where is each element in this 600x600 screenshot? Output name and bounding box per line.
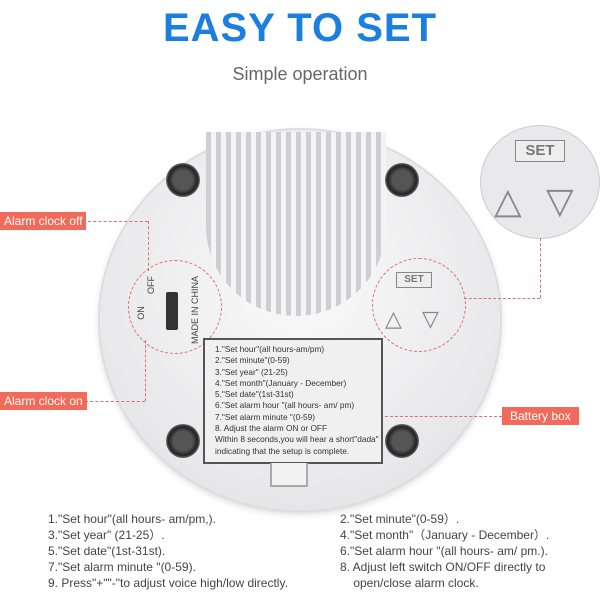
rubber-foot bbox=[385, 424, 419, 458]
leader-line bbox=[385, 416, 502, 417]
title: EASY TO SET bbox=[162, 6, 438, 50]
alarm-switch[interactable] bbox=[166, 292, 178, 330]
sticker-line: 1."Set hour"(all hours-am/pm) bbox=[215, 344, 325, 354]
instruction: open/close alarm clock. bbox=[340, 576, 479, 590]
sticker-line: 3."Set year" (21-25) bbox=[215, 366, 288, 377]
set-button-zoom: SET bbox=[515, 140, 565, 162]
rubber-foot bbox=[166, 163, 200, 197]
instruction: 6."Set alarm hour "(all hours- am/ pm.). bbox=[340, 544, 548, 558]
instruction-sticker: 1."Set hour"(all hours-am/pm) 2."Set min… bbox=[203, 338, 383, 464]
leader-line bbox=[85, 401, 145, 402]
rubber-foot bbox=[385, 163, 419, 197]
sticker-line: 6."Set alarm hour "(all hours- am/ pm) bbox=[215, 400, 355, 411]
instruction: 9. Press"+""-"to adjust voice high/low d… bbox=[48, 576, 288, 590]
battery-latch[interactable] bbox=[270, 463, 308, 487]
sticker-line: Within 8 seconds,you will hear a short"d… bbox=[215, 434, 379, 445]
instruction: 1."Set hour"(all hours- am/pm,). bbox=[48, 512, 216, 526]
instruction: 2."Set minute"(0-59）. bbox=[340, 512, 460, 526]
sticker-line: 2."Set minute"(0-59) bbox=[215, 355, 290, 366]
switch-highlight bbox=[128, 260, 222, 354]
rubber-foot bbox=[166, 424, 200, 458]
switch-on-label: ON bbox=[135, 306, 146, 320]
battery-box-label: Battery box bbox=[502, 407, 579, 425]
sticker-line: 8. Adjust the alarm ON or OFF bbox=[215, 423, 328, 434]
instruction: 4."Set month"（January - December）. bbox=[340, 528, 550, 542]
instruction: 7."Set alarm minute "(0-59). bbox=[48, 560, 196, 574]
subtitle: Simple operation bbox=[232, 64, 368, 84]
instruction: 8. Adjust left switch ON/OFF directly to bbox=[340, 560, 546, 574]
sticker-line: 5."Set date"(1st-31st) bbox=[215, 389, 294, 400]
instructions-left: 1."Set hour"(all hours- am/pm,). 3."Set … bbox=[48, 511, 288, 591]
minus-button[interactable]: ▽ bbox=[422, 306, 439, 331]
plus-button[interactable]: △ bbox=[385, 306, 402, 331]
alarm-on-label: Alarm clock on bbox=[0, 392, 87, 410]
sticker-line: 7."Set alarm minute "(0-59) bbox=[215, 411, 315, 422]
sticker-line: 4."Set month"(January - December) bbox=[215, 377, 347, 388]
speaker-grille bbox=[206, 132, 386, 316]
plus-icon: △ bbox=[494, 180, 522, 221]
switch-off-label: OFF bbox=[146, 276, 156, 294]
sticker-line: indicating that the setup is complete. bbox=[215, 445, 350, 456]
instruction: 3."Set year" (21-25）. bbox=[48, 528, 165, 542]
leader-line bbox=[148, 221, 149, 271]
made-in-label: MADE IN CHINA bbox=[190, 276, 200, 345]
leader-line bbox=[88, 221, 148, 222]
set-button[interactable]: SET bbox=[396, 272, 432, 288]
buttons-highlight bbox=[372, 258, 466, 352]
instruction: 5."Set date"(1st-31st). bbox=[48, 544, 166, 558]
minus-icon: ▽ bbox=[546, 180, 574, 221]
leader-line bbox=[145, 340, 146, 401]
callout-line bbox=[540, 238, 541, 298]
instructions-right: 2."Set minute"(0-59）. 4."Set month"（Janu… bbox=[340, 511, 549, 591]
callout-line bbox=[464, 298, 540, 299]
alarm-off-label: Alarm clock off bbox=[0, 212, 87, 230]
